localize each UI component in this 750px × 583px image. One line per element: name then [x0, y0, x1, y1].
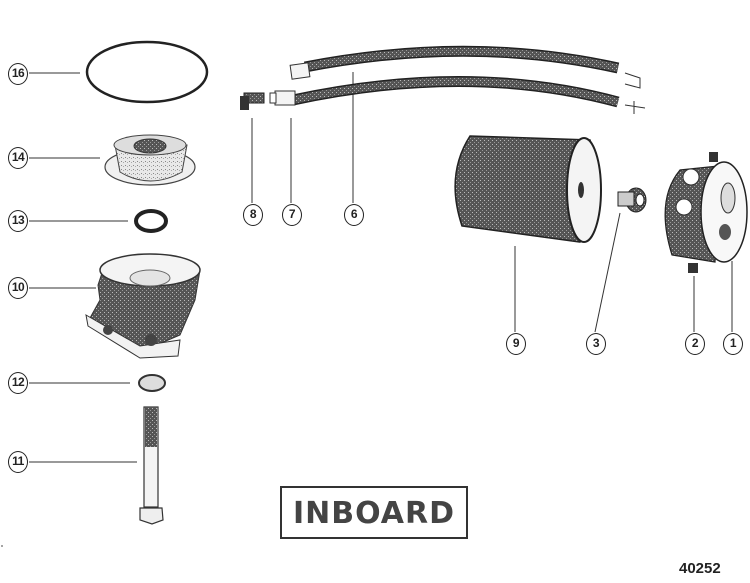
callout-11: 11: [8, 451, 28, 473]
hoses-part: [269, 45, 646, 114]
callout-10: 10: [8, 277, 28, 299]
housing-part: [85, 253, 201, 359]
callout-1: 1: [723, 333, 743, 355]
callout-7: 7: [282, 204, 302, 226]
oil-filter-part: [454, 135, 602, 243]
callout-16: 16: [8, 63, 28, 85]
callout-8: 8: [243, 204, 263, 226]
callout-2: 2: [685, 333, 705, 355]
callout-13: 13: [8, 210, 28, 232]
inboard-label-box: INBOARD: [280, 486, 468, 539]
adapter-nipple-part: [617, 187, 647, 213]
washer-part: [138, 374, 166, 392]
callout-14: 14: [8, 147, 28, 169]
inboard-label: INBOARD: [292, 496, 456, 531]
callout-3: 3: [586, 333, 606, 355]
seal-ring-part: [134, 209, 168, 233]
figure-number: 40252: [679, 560, 721, 577]
elbow-fitting-part: [240, 92, 265, 110]
bolt-part: [139, 406, 164, 525]
leader-lines: [29, 72, 733, 463]
callout-9: 9: [506, 333, 526, 355]
filter-adapter-part: [664, 152, 748, 273]
o-ring-part: [85, 40, 209, 104]
callout-6: 6: [344, 204, 364, 226]
callout-12: 12: [8, 372, 28, 394]
adapter-cap-part: [104, 134, 196, 186]
